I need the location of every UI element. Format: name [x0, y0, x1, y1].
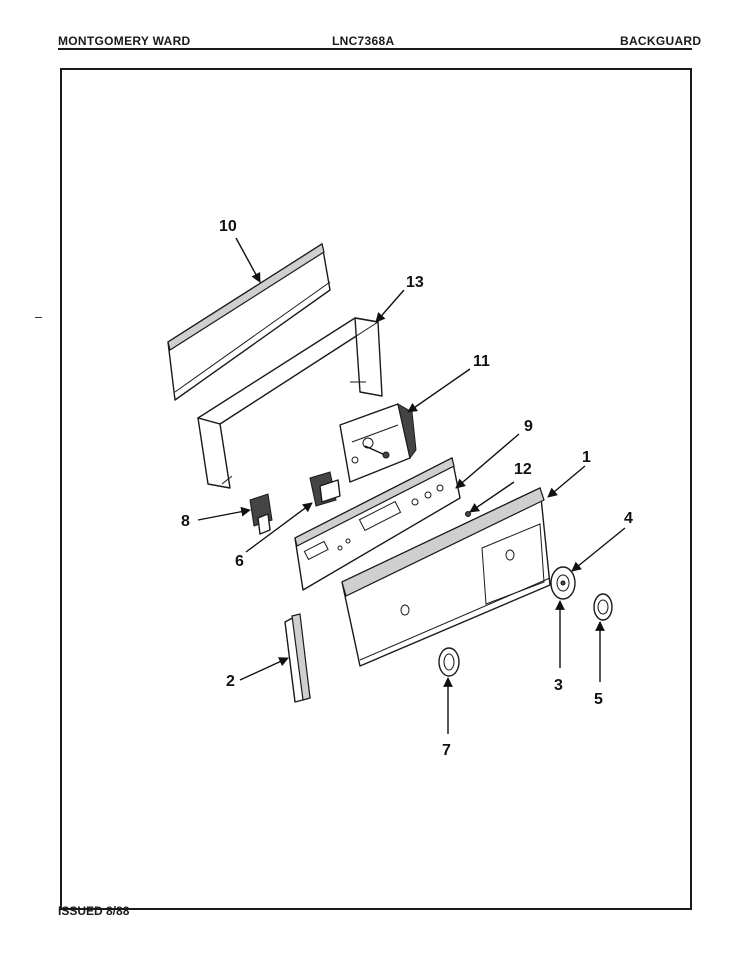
- callout-6: 6: [235, 553, 244, 570]
- margin-mark: [35, 317, 42, 318]
- leader-lines: [197, 237, 626, 734]
- issued-date: ISSUED 8/88: [58, 904, 130, 918]
- part-6-selector-switch: [309, 471, 341, 507]
- part-13-frame: [197, 317, 383, 489]
- callout-11: 11: [473, 353, 490, 370]
- callout-5: 5: [594, 691, 603, 708]
- part-1-backguard-panel: [341, 487, 551, 667]
- callout-10: 10: [219, 218, 237, 235]
- callout-8: 8: [181, 513, 190, 530]
- header-rule: [58, 48, 692, 50]
- part-5-knob: [593, 593, 613, 621]
- part-2-end-cap: [284, 613, 311, 703]
- callout-4: 4: [624, 510, 633, 527]
- part-11-timer: [339, 403, 417, 483]
- diagram-frame: [60, 68, 692, 910]
- part-9-control-panel: [294, 457, 461, 591]
- section-title: BACKGUARD: [620, 34, 702, 48]
- callout-3: 3: [554, 677, 563, 694]
- part-7-knob: [438, 647, 460, 677]
- callout-12: 12: [514, 461, 532, 478]
- brand-header: MONTGOMERY WARD: [58, 34, 191, 48]
- part-10-trim-panel: [167, 243, 331, 401]
- callout-9: 9: [524, 418, 533, 435]
- callout-7: 7: [442, 742, 451, 759]
- part-12-screw: [465, 511, 471, 517]
- part-4-dial: [550, 566, 576, 600]
- callout-2: 2: [226, 673, 235, 690]
- part-8-switch: [249, 493, 273, 535]
- callout-1: 1: [582, 449, 591, 466]
- model-number: LNC7368A: [332, 34, 395, 48]
- callout-13: 13: [406, 274, 424, 291]
